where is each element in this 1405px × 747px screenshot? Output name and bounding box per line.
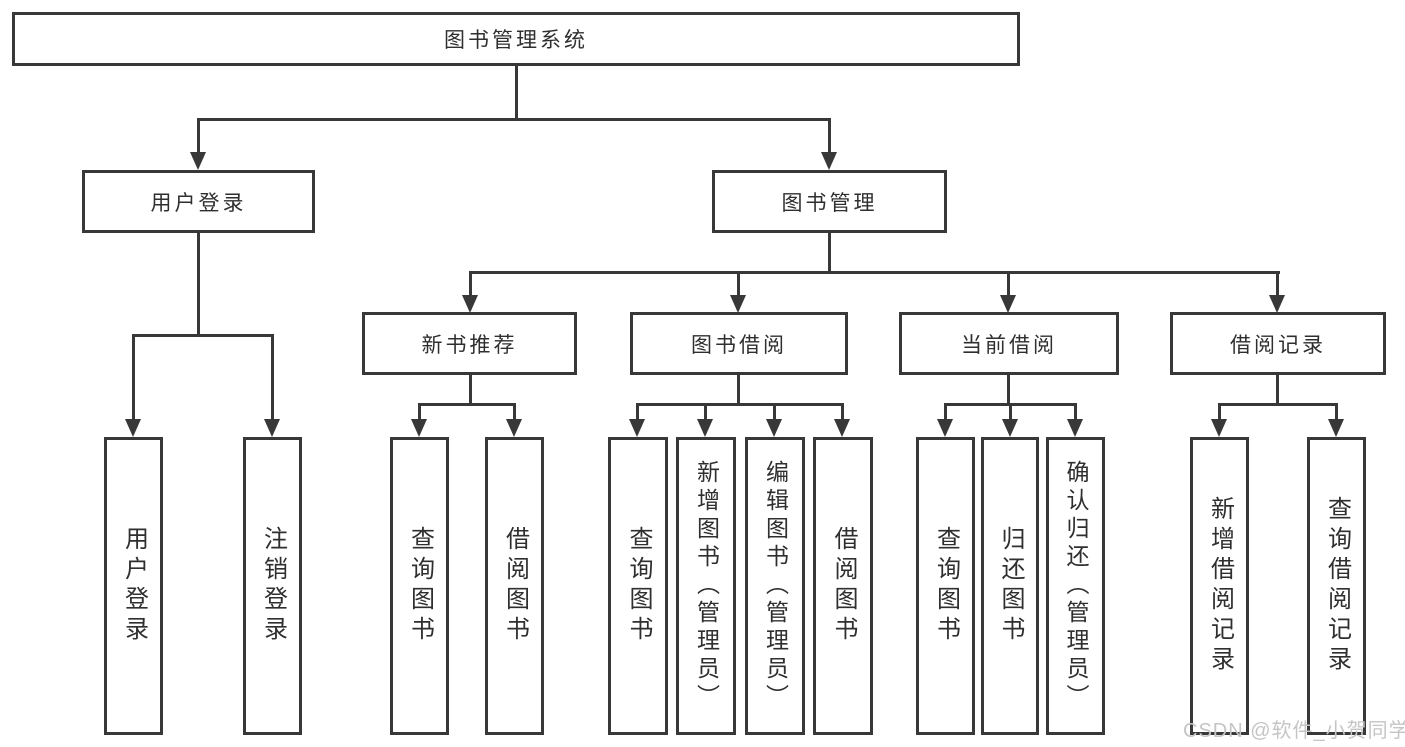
arrowhead-down-icon: [766, 419, 782, 437]
node-library-management-system: 图书管理系统: [12, 12, 1020, 66]
connector-vline: [1009, 403, 1012, 419]
connector-vline: [197, 233, 200, 334]
connector-vline: [1335, 403, 1338, 419]
connector-hline: [636, 403, 844, 406]
arrowhead-down-icon: [1000, 295, 1016, 313]
connector-vline: [737, 271, 740, 295]
leaf-query-books: 查询图书: [916, 437, 975, 735]
leaf-add-borrow-record: 新增借阅记录: [1190, 437, 1249, 735]
arrowhead-down-icon: [937, 419, 953, 437]
leaf-borrow-books: 借阅图书: [485, 437, 544, 735]
leaf-label: 查询图书: [406, 526, 434, 646]
arrowhead-down-icon: [125, 419, 141, 437]
arrowhead-down-icon: [411, 419, 427, 437]
leaf-edit-book-admin: 编辑图书（管理员）: [745, 437, 805, 735]
leaf-label: 查询图书: [625, 526, 652, 646]
leaf-label: 借阅图书: [830, 526, 857, 646]
connector-vline: [841, 403, 844, 419]
arrowhead-down-icon: [730, 295, 746, 313]
arrowhead-down-icon: [697, 419, 713, 437]
connector-vline: [271, 334, 274, 419]
arrowhead-down-icon: [1067, 419, 1083, 437]
leaf-label: 注销登录: [259, 526, 287, 646]
leaf-logout: 注销登录: [243, 437, 302, 735]
connector-vline: [828, 233, 831, 271]
connector-vline: [1007, 375, 1010, 403]
leaf-label: 借阅图书: [501, 526, 529, 646]
connector-vline: [418, 403, 421, 419]
connector-hline: [132, 334, 273, 337]
connector-vline: [828, 118, 831, 152]
leaf-return-books: 归还图书: [981, 437, 1039, 735]
arrowhead-down-icon: [1328, 419, 1344, 437]
node-book-borrowing: 图书借阅: [630, 312, 848, 375]
arrowhead-down-icon: [462, 295, 478, 313]
connector-vline: [1276, 271, 1279, 295]
leaf-query-books: 查询图书: [608, 437, 668, 735]
leaf-add-book-admin: 新增图书（管理员）: [676, 437, 736, 735]
arrowhead-down-icon: [264, 419, 280, 437]
connector-hline: [1218, 403, 1338, 406]
leaf-label: 查询图书: [932, 526, 960, 646]
arrowhead-down-icon: [190, 152, 206, 170]
node-book-management: 图书管理: [712, 170, 947, 233]
csdn-watermark: CSDN @软件_小贺同学: [1183, 720, 1405, 742]
connector-vline: [1218, 403, 1221, 419]
connector-hline: [418, 403, 515, 406]
connector-vline: [737, 375, 740, 403]
connector-vline: [1007, 271, 1010, 295]
leaf-borrow-books: 借阅图书: [813, 437, 873, 735]
arrowhead-down-icon: [821, 152, 837, 170]
connector-vline: [132, 334, 135, 419]
connector-vline: [197, 118, 200, 152]
node-borrowing-records: 借阅记录: [1170, 312, 1386, 375]
arrowhead-down-icon: [629, 419, 645, 437]
arrowhead-down-icon: [506, 419, 522, 437]
connector-vline: [704, 403, 707, 419]
connector-vline: [515, 66, 518, 118]
connector-vline: [1276, 375, 1279, 403]
leaf-label: 新增图书（管理员）: [693, 460, 720, 712]
arrowhead-down-icon: [834, 419, 850, 437]
leaf-label: 用户登录: [120, 526, 148, 646]
connector-vline: [773, 403, 776, 419]
connector-vline: [513, 403, 516, 419]
leaf-label: 编辑图书（管理员）: [762, 460, 789, 712]
node-user-login: 用户登录: [82, 170, 315, 233]
node-current-borrowing: 当前借阅: [899, 312, 1119, 375]
connector-vline: [1074, 403, 1077, 419]
leaf-query-books: 查询图书: [390, 437, 449, 735]
leaf-label: 新增借阅记录: [1206, 496, 1234, 676]
leaf-label: 查询借阅记录: [1323, 496, 1351, 676]
node-new-book-recommendation: 新书推荐: [362, 312, 577, 375]
connector-vline: [469, 375, 472, 403]
leaf-label: 确认归还（管理员）: [1063, 460, 1089, 712]
leaf-query-borrow-record: 查询借阅记录: [1307, 437, 1366, 735]
leaf-confirm-return-admin: 确认归还（管理员）: [1046, 437, 1105, 735]
leaf-label: 归还图书: [997, 526, 1024, 646]
connector-hline: [469, 271, 1280, 274]
arrowhead-down-icon: [1002, 419, 1018, 437]
connector-hline: [197, 118, 830, 121]
leaf-user-login: 用户登录: [104, 437, 163, 735]
connector-vline: [469, 271, 472, 295]
connector-vline: [944, 403, 947, 419]
arrowhead-down-icon: [1211, 419, 1227, 437]
arrowhead-down-icon: [1269, 295, 1285, 313]
connector-vline: [636, 403, 639, 419]
